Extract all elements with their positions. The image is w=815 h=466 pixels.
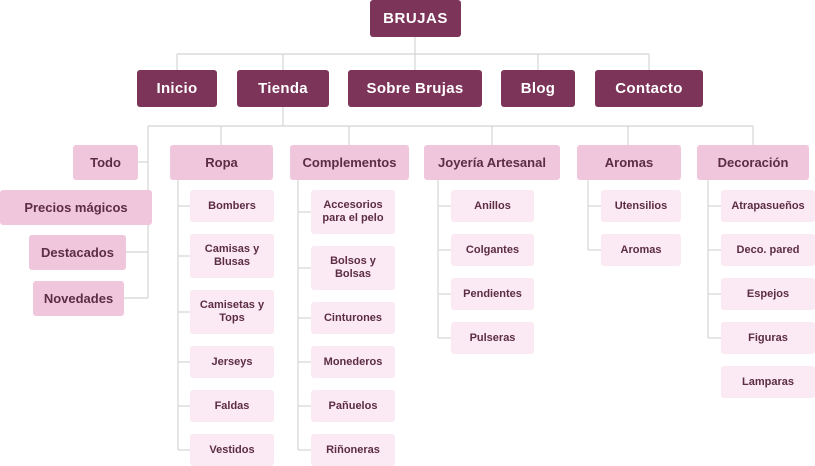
category-joyeria-artesanal[interactable]: Joyería Artesanal [424,145,560,180]
leaf-vestidos[interactable]: Vestidos [190,434,274,466]
nav-blog[interactable]: Blog [501,70,575,107]
side-item-precios-magicos[interactable]: Precios mágicos [0,190,152,225]
leaf-anillos[interactable]: Anillos [451,190,534,222]
side-item-novedades[interactable]: Novedades [33,281,124,316]
nav-inicio[interactable]: Inicio [137,70,217,107]
leaf-rinoneras[interactable]: Riñoneras [311,434,395,466]
nav-tienda[interactable]: Tienda [237,70,329,107]
root-node[interactable]: BRUJAS [370,0,461,37]
leaf-espejos[interactable]: Espejos [721,278,815,310]
leaf-pulseras[interactable]: Pulseras [451,322,534,354]
leaf-panuelos[interactable]: Pañuelos [311,390,395,422]
leaf-lamparas[interactable]: Lamparas [721,366,815,398]
leaf-faldas[interactable]: Faldas [190,390,274,422]
leaf-camisetas-y-tops[interactable]: Camisetas y Tops [190,290,274,334]
leaf-bombers[interactable]: Bombers [190,190,274,222]
category-ropa[interactable]: Ropa [170,145,273,180]
leaf-colgantes[interactable]: Colgantes [451,234,534,266]
leaf-jerseys[interactable]: Jerseys [190,346,274,378]
leaf-camisas-y-blusas[interactable]: Camisas y Blusas [190,234,274,278]
category-decoracion[interactable]: Decoración [697,145,809,180]
leaf-pendientes[interactable]: Pendientes [451,278,534,310]
leaf-atrapasuenos[interactable]: Atrapasueños [721,190,815,222]
leaf-deco-pared[interactable]: Deco. pared [721,234,815,266]
category-aromas[interactable]: Aromas [577,145,681,180]
leaf-figuras[interactable]: Figuras [721,322,815,354]
leaf-accesorios-para-el-pelo[interactable]: Accesorios para el pelo [311,190,395,234]
leaf-cinturones[interactable]: Cinturones [311,302,395,334]
side-item-destacados[interactable]: Destacados [29,235,126,270]
nav-contacto[interactable]: Contacto [595,70,703,107]
leaf-aromas[interactable]: Aromas [601,234,681,266]
side-item-todo[interactable]: Todo [73,145,138,180]
leaf-monederos[interactable]: Monederos [311,346,395,378]
leaf-utensilios[interactable]: Utensilios [601,190,681,222]
leaf-bolsos-y-bolsas[interactable]: Bolsos y Bolsas [311,246,395,290]
nav-sobre-brujas[interactable]: Sobre Brujas [348,70,482,107]
category-complementos[interactable]: Complementos [290,145,409,180]
